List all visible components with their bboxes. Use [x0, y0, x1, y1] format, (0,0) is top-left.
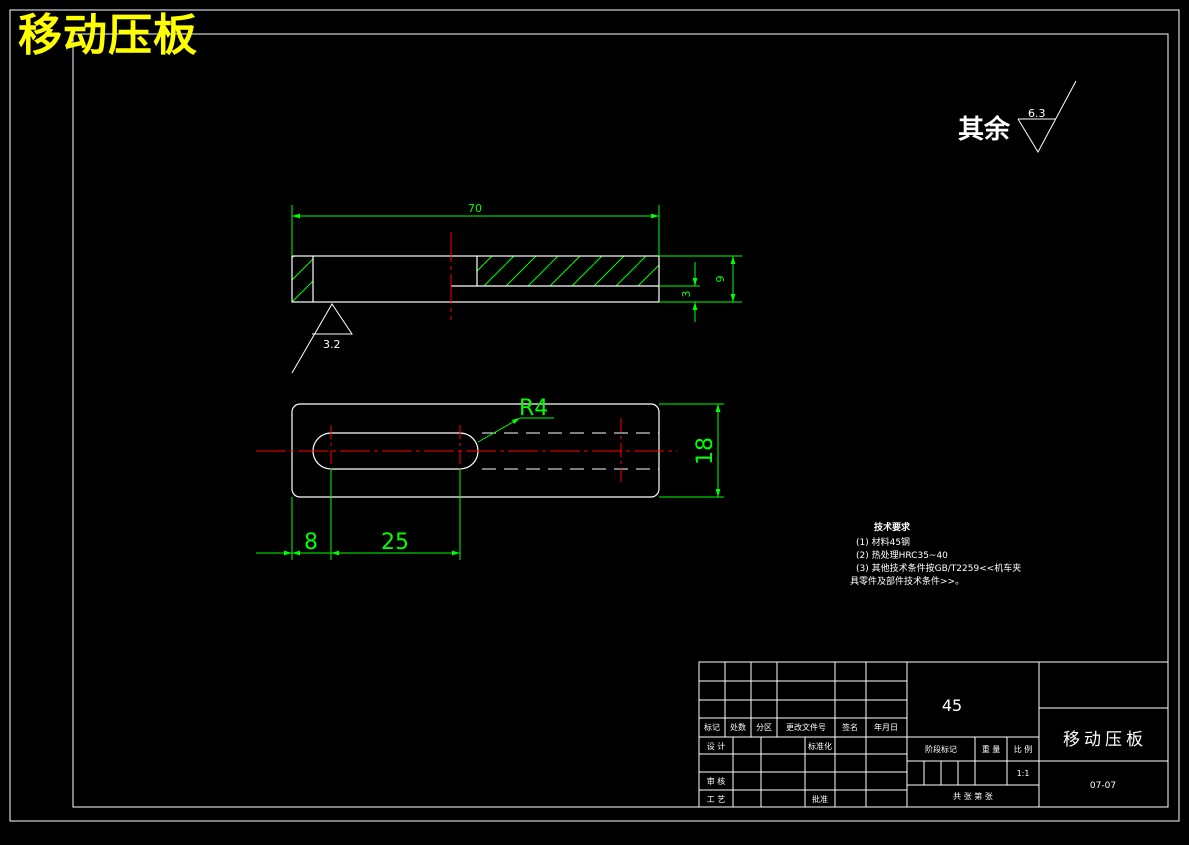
dim-slot-length: 25 — [381, 530, 409, 555]
tb-standardization: 标准化 — [808, 741, 832, 751]
surface-finish-value: 6.3 — [1028, 107, 1046, 120]
tech-line-2: (2) 热处理HRC35~40 — [856, 549, 948, 561]
tb-material: 45 — [942, 696, 962, 715]
hdr-date: 年月日 — [874, 722, 898, 732]
hdr-sign: 签名 — [842, 722, 858, 732]
surface-finish-label: 其余 — [958, 114, 1011, 145]
tech-line-3: (3) 其他技术条件按GB/T2259<<机车夹 — [856, 562, 1021, 574]
surface-finish-symbol: 其余 6.3 — [958, 80, 1077, 154]
tb-sheets: 共 张 第 张 — [953, 791, 993, 801]
dim-width: 18 — [693, 437, 718, 465]
roughness-symbol: 3.2 — [291, 303, 353, 374]
dim-slot-depth: 3 — [680, 291, 693, 298]
tb-reviewer: 审 核 — [707, 776, 726, 786]
tb-designer: 设 计 — [707, 741, 726, 751]
section-view: 70 9 3 3.2 — [291, 202, 742, 374]
tb-scale-value: 1:1 — [1017, 769, 1030, 778]
dim-radius: R4 — [519, 396, 548, 421]
hdr-count: 处数 — [730, 722, 746, 732]
outer-border — [9, 9, 1180, 822]
dim-offset: 8 — [304, 530, 318, 555]
tb-process: 工 艺 — [707, 795, 726, 804]
tb-weight: 重 量 — [982, 744, 1001, 754]
tech-heading: 技术要求 — [874, 521, 911, 533]
tb-approve: 批准 — [812, 794, 828, 804]
title-block — [698, 661, 1169, 808]
dim-length: 70 — [468, 202, 482, 215]
drawing-title: 移动压板 — [18, 10, 198, 61]
tb-drawing-no: 07-07 — [1090, 781, 1116, 791]
hdr-change-doc: 更改文件号 — [786, 722, 826, 732]
dim-height: 9 — [714, 276, 727, 283]
hdr-mark: 标记 — [704, 722, 720, 732]
inner-frame — [72, 33, 1169, 808]
hatch-left — [292, 256, 313, 302]
tb-stage-mark: 阶段标记 — [925, 744, 957, 754]
tech-line-1: (1) 材料45钢 — [856, 536, 910, 548]
section-outline — [291, 255, 660, 303]
tech-requirements: 技术要求 (1) 材料45钢 (2) 热处理HRC35~40 (3) 其他技术条… — [850, 521, 1021, 587]
tb-scale-label: 比 例 — [1014, 744, 1033, 754]
roughness-value: 3.2 — [323, 338, 341, 351]
tb-part-name: 移动压板 — [1063, 730, 1147, 750]
tech-line-4: 具零件及部件技术条件>>。 — [850, 575, 964, 587]
hatch-right — [477, 256, 659, 286]
plan-view: R4 18 8 25 — [256, 396, 724, 560]
title-block-text: 标记 处数 分区 更改文件号 签名 年月日 设 计 标准化 审 核 工 艺 批准… — [704, 696, 1147, 804]
hdr-zone: 分区 — [756, 723, 772, 732]
